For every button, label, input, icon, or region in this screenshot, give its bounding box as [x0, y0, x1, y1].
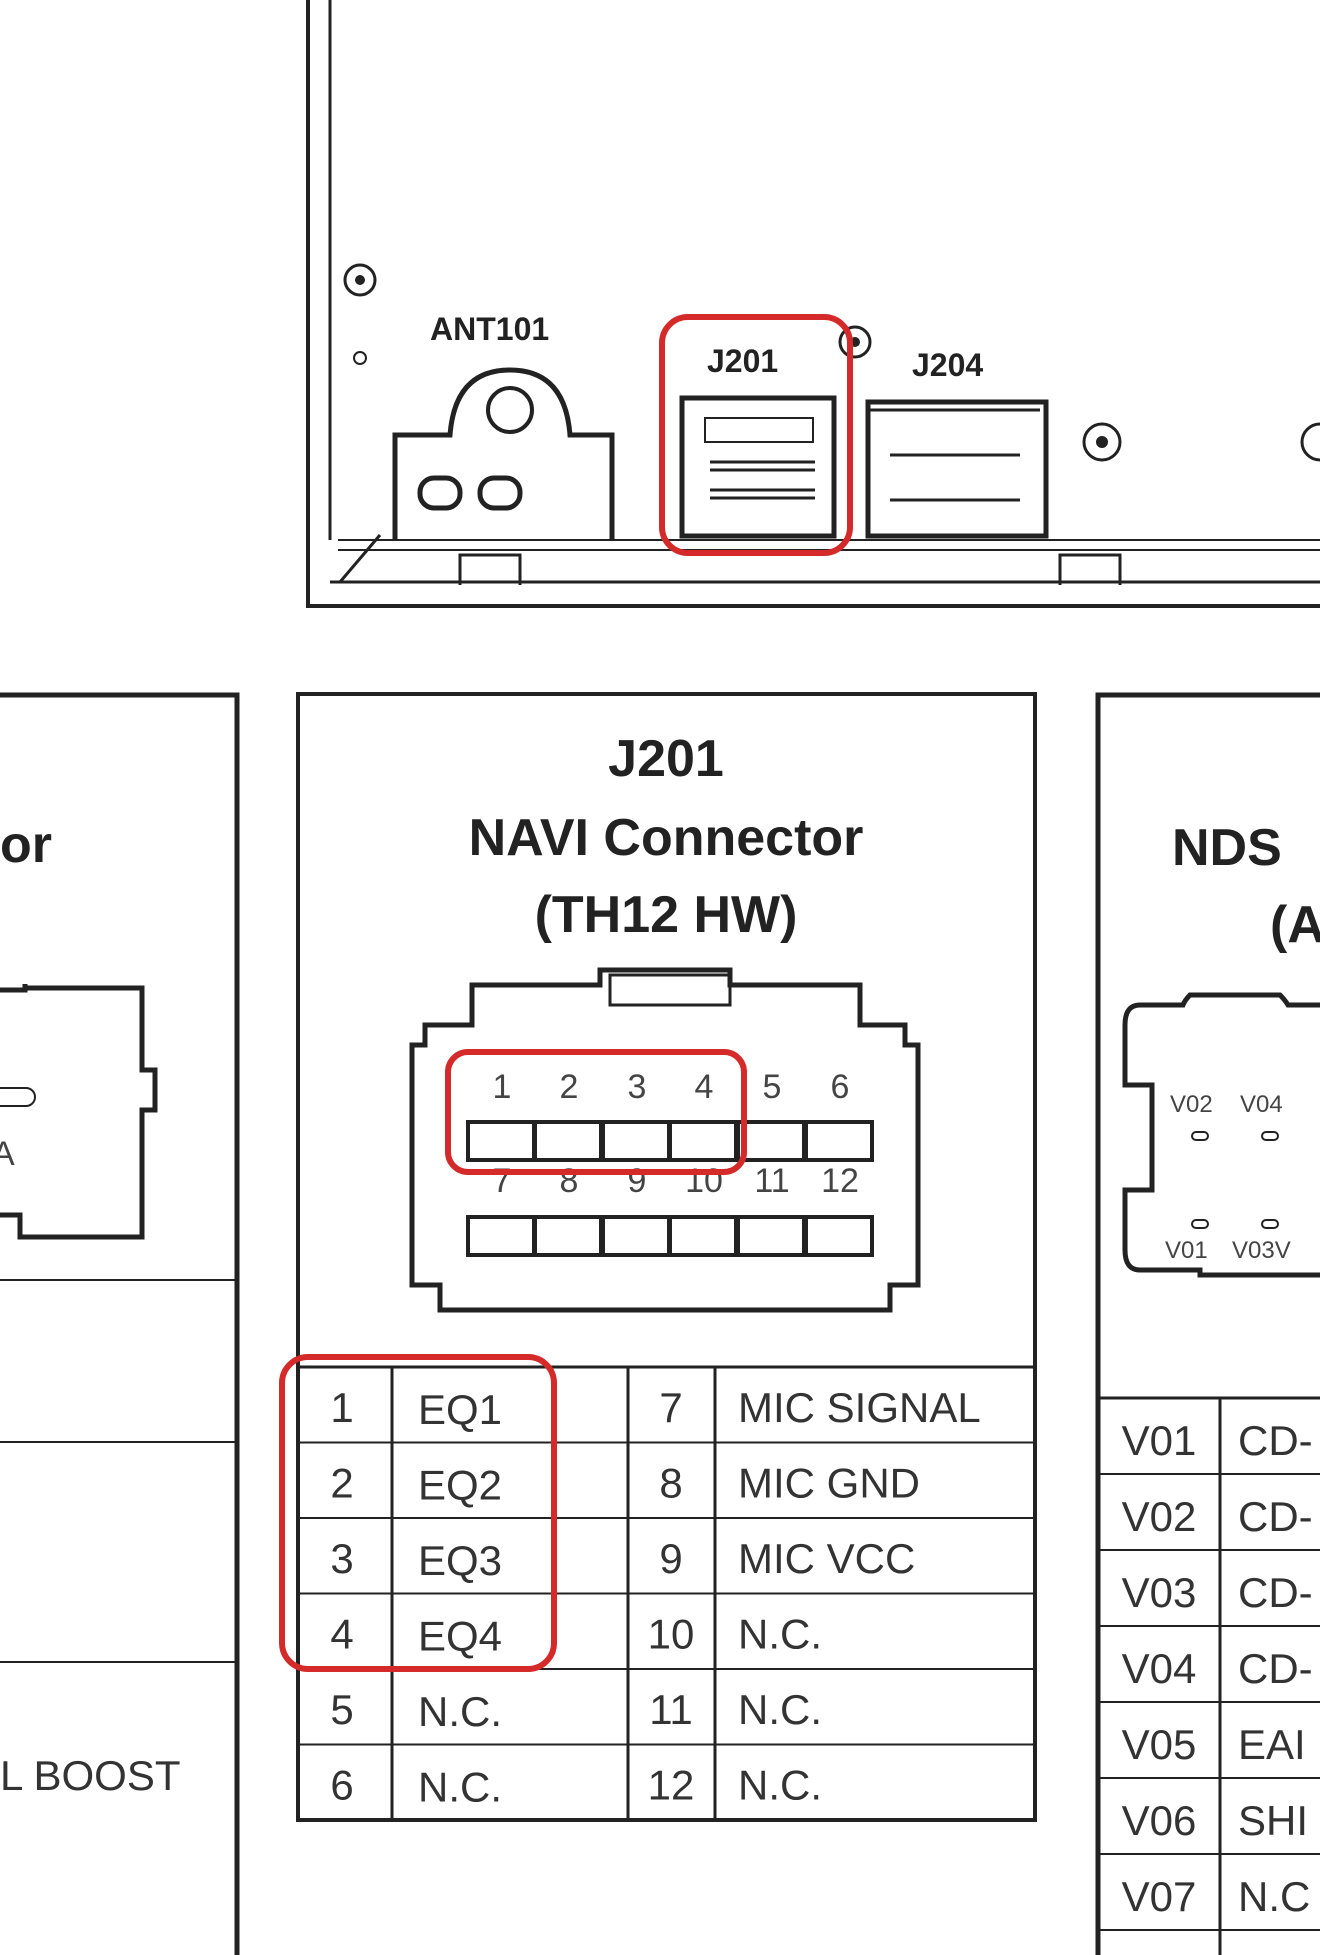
pin-cavity	[804, 1215, 874, 1257]
signal-cell: N.C.	[738, 1762, 822, 1809]
pin-cell: 8	[659, 1460, 682, 1507]
ant101-connector	[392, 367, 615, 540]
left-row-fragment: L BOOST	[0, 1752, 181, 1799]
j201-connector	[679, 395, 837, 539]
ant101-label: ANT101	[430, 311, 549, 347]
pin-cavity	[804, 1120, 874, 1162]
screw-icon	[343, 263, 377, 297]
pin-cavity	[736, 1120, 806, 1162]
screw-icon	[1082, 422, 1122, 462]
signal-cell: EQ3	[418, 1537, 502, 1584]
pin-number: 10	[685, 1162, 723, 1200]
pin-number: 7	[493, 1162, 512, 1200]
pin-number: 6	[831, 1068, 850, 1106]
conn-pin-label: V03V	[1232, 1237, 1291, 1264]
signal-cell: N.C.	[418, 1764, 502, 1811]
signal-cell: CD-	[1238, 1645, 1313, 1692]
signal-cell: CD-	[1238, 1569, 1313, 1616]
signal-cell: CD-	[1238, 1417, 1313, 1464]
pin-cell: 4	[330, 1611, 353, 1658]
signal-cell: MIC GND	[738, 1460, 920, 1507]
pinout-table: 1 EQ1 7 MIC SIGNAL 2 EQ2 8 MIC GND 3 EQ3 9 MIC VCC 4…	[298, 1365, 1035, 1821]
pin-number: 5	[763, 1068, 782, 1106]
panel-title-line2: NAVI Connector	[469, 809, 864, 867]
j201-highlight	[659, 314, 853, 556]
left-panel: or A L BOOST	[0, 692, 240, 1955]
pin-cavity	[601, 1120, 671, 1162]
signal-cell: N.C.	[738, 1686, 822, 1733]
pin-cell: 1	[330, 1384, 353, 1431]
connector-outline	[409, 967, 921, 1313]
j204-connector	[865, 399, 1049, 539]
pin-cell: V03	[1122, 1569, 1197, 1616]
conn-pin-label: V02	[1170, 1091, 1213, 1118]
pin-cavity	[466, 1120, 536, 1162]
left-title-fragment: or	[0, 816, 52, 874]
signal-cell: SHI	[1238, 1797, 1308, 1844]
signal-cell: EQ2	[418, 1462, 502, 1509]
pin-cell: V02	[1122, 1493, 1197, 1540]
conn-pin-label: V01	[1165, 1237, 1208, 1264]
pin-cavity	[601, 1215, 671, 1257]
signal-cell: N.C	[1238, 1873, 1310, 1920]
panel-title-line1: J201	[608, 730, 724, 788]
pin-cell: 3	[330, 1535, 353, 1582]
pin-number: 11	[754, 1162, 789, 1200]
pin-number: 3	[628, 1068, 647, 1106]
signal-cell: EAI	[1238, 1721, 1306, 1768]
hole-icon	[353, 351, 367, 365]
pin-cell: V01	[1122, 1417, 1197, 1464]
pin-number: 4	[695, 1068, 714, 1106]
pin-cell: V05	[1122, 1721, 1197, 1768]
pin-cell: 12	[648, 1762, 695, 1809]
pin-cavity	[736, 1215, 806, 1257]
pin-cavity	[668, 1215, 738, 1257]
pin-cavity	[668, 1120, 738, 1162]
pin-number: 1	[493, 1068, 512, 1106]
signal-cell: EQ1	[418, 1386, 502, 1433]
signal-cell: N.C.	[738, 1611, 822, 1658]
right-title-line2: (A	[1270, 896, 1320, 954]
right-title-line1: NDS	[1172, 819, 1282, 877]
pin-cell: V06	[1122, 1797, 1197, 1844]
signal-cell: CD-	[1238, 1493, 1313, 1540]
pin-cell: 9	[659, 1535, 682, 1582]
signal-cell: MIC VCC	[738, 1535, 915, 1582]
head-unit-rear: ANT101 J201 J204	[306, 0, 1320, 608]
panel-title-line3: (TH12 HW)	[535, 886, 798, 944]
pin-cell: V04	[1122, 1645, 1197, 1692]
signal-cell: EQ4	[418, 1613, 502, 1660]
signal-cell: MIC SIGNAL	[738, 1384, 981, 1431]
pins-eq-highlight	[279, 1354, 557, 1672]
screw-icon	[1300, 422, 1320, 462]
left-pin-fragment: A	[0, 1135, 15, 1173]
pin-cavity	[533, 1215, 603, 1257]
signal-cell: N.C.	[418, 1688, 502, 1735]
pin-cell: 2	[330, 1460, 353, 1507]
pin-number: 9	[628, 1162, 647, 1200]
pin-number: 12	[821, 1162, 859, 1200]
pin-cavity	[533, 1120, 603, 1162]
j204-label: J204	[912, 347, 983, 383]
pin-number: 2	[560, 1068, 579, 1106]
pin-cell: 6	[330, 1762, 353, 1809]
pin-cavity	[466, 1215, 536, 1257]
pin-cell: 7	[659, 1384, 682, 1431]
pin-cell: 10	[648, 1611, 695, 1658]
conn-pin-label: V04	[1240, 1091, 1283, 1118]
j201-label: J201	[707, 343, 778, 379]
pin-cell: 11	[649, 1686, 693, 1733]
pins-1-4-highlight	[445, 1049, 747, 1175]
pin-number: 8	[560, 1162, 579, 1200]
pin-cell: 5	[330, 1686, 353, 1733]
pin-cell: V07	[1122, 1873, 1197, 1920]
